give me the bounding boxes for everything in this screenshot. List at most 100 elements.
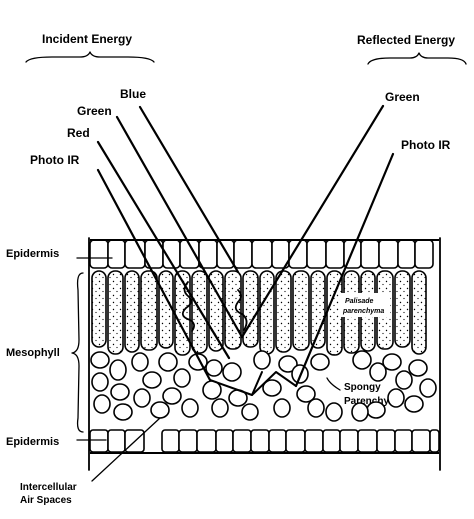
palisade-cell — [191, 270, 208, 354]
scatter-path-1 — [181, 281, 195, 332]
air-spaces-label-line1: Intercellular — [20, 482, 77, 493]
spongy-cell — [131, 352, 149, 372]
upper-epidermis-cell — [397, 239, 416, 269]
palisade-cell — [292, 270, 310, 351]
reflected-ray-photo-ir — [294, 152, 395, 388]
palisade-cell — [140, 270, 158, 351]
palisade-label-line2: parenchyma — [342, 308, 384, 315]
ray-photo-ir — [96, 168, 212, 382]
spongy-cell — [296, 385, 316, 403]
palisade-cell — [275, 270, 292, 353]
lower-epidermis-cell — [161, 429, 180, 453]
ray-label-photo-ir: Photo IR — [30, 153, 80, 167]
lower-epidermis-cell — [196, 429, 217, 453]
lower-epidermis-cell — [394, 429, 413, 453]
spongy-cell — [113, 403, 133, 421]
upper-epidermis-cell — [325, 239, 345, 269]
upper-epidermis-cell — [198, 239, 218, 269]
upper-epidermis-label: Epidermis — [6, 248, 59, 260]
spongy-cell — [366, 401, 386, 419]
spongy-cell — [181, 398, 199, 418]
upper-epidermis-cell — [216, 239, 235, 269]
reflected-label-green: Green — [385, 90, 420, 104]
spongy-cell — [352, 350, 372, 370]
lower-epidermis-cell — [376, 429, 396, 453]
reflected-brace — [367, 52, 467, 65]
scatter-path-spongy — [209, 371, 297, 396]
spongy-cells — [90, 350, 437, 422]
upper-epidermis-cells — [89, 239, 439, 269]
spongy-cell — [90, 351, 110, 369]
upper-epidermis-cell — [251, 239, 273, 269]
ray-label-red: Red — [67, 126, 90, 140]
lower-epidermis-cell — [411, 429, 431, 453]
spongy-cell — [382, 353, 402, 371]
ray-red — [96, 140, 231, 360]
spongy-cell — [211, 398, 229, 418]
lower-epidermis-cell — [357, 429, 378, 453]
lower-epidermis-cell — [268, 429, 287, 453]
lower-epidermis-cell — [250, 429, 270, 453]
leader-air-spaces — [91, 417, 161, 482]
lower-epidermis-cell — [322, 429, 341, 453]
spongy-cell — [395, 370, 413, 390]
leader-spongy — [326, 377, 341, 391]
lower-epidermis-cells — [89, 429, 440, 454]
leaf-side-outline — [88, 237, 441, 471]
spongy-cell — [158, 352, 178, 372]
spongy-cell — [133, 388, 151, 408]
spongy-cell — [162, 387, 182, 405]
lower-epidermis-cell — [107, 429, 126, 453]
palisade-cell — [259, 270, 275, 355]
spongy-cell — [222, 362, 242, 382]
upper-epidermis-cell — [360, 239, 380, 269]
palisade-label-line1: Palisade — [345, 298, 374, 305]
palisade-cell — [124, 270, 140, 353]
lower-epidermis-cell — [232, 429, 252, 453]
palisade-cell — [91, 270, 107, 348]
spongy-cell — [253, 350, 271, 370]
incident-brace — [25, 51, 155, 63]
spongy-cell — [325, 402, 343, 422]
ray-label-blue: Blue — [120, 87, 146, 101]
reflected-ray-green — [240, 104, 385, 339]
lower-epidermis-cell — [304, 429, 324, 453]
lower-epidermis-cell — [339, 429, 359, 453]
spongy-cell — [310, 353, 330, 371]
spongy-cell — [404, 395, 424, 413]
spongy-cell — [142, 371, 162, 389]
spongy-cell — [369, 362, 387, 382]
spongy-cell — [262, 379, 282, 397]
lower-epidermis-cell — [178, 429, 198, 453]
ray-label-green: Green — [77, 104, 112, 118]
spongy-cell — [408, 359, 428, 377]
lower-epidermis-cell — [89, 429, 109, 453]
spongy-cell — [307, 398, 325, 418]
palisade-label-backdrop — [340, 293, 390, 317]
lower-epidermis-label: Epidermis — [6, 436, 59, 448]
palisade-cell — [411, 270, 427, 355]
upper-epidermis-cell — [378, 239, 399, 269]
spongy-cell — [278, 355, 298, 373]
upper-epidermis-cell — [233, 239, 253, 269]
incident-energy-label: Incident Energy — [42, 32, 132, 46]
mesophyll-brace — [71, 272, 84, 433]
spongy-cell — [91, 372, 109, 392]
spongy-cell — [419, 378, 437, 398]
palisade-cell — [158, 270, 174, 349]
spongy-label-line1: Spongy — [344, 382, 381, 393]
palisade-cell — [107, 270, 124, 355]
spongy-cell — [110, 383, 130, 401]
mesophyll-label: Mesophyll — [6, 347, 60, 359]
spongy-cell — [351, 402, 369, 422]
spongy-cell — [241, 403, 259, 421]
ray-blue — [138, 105, 240, 274]
lower-epidermis-cell — [285, 429, 306, 453]
ray-green — [115, 115, 244, 339]
spongy-cell — [387, 388, 405, 408]
palisade-cell — [310, 270, 326, 349]
spongy-cell — [205, 359, 223, 377]
spongy-cell — [273, 398, 291, 418]
